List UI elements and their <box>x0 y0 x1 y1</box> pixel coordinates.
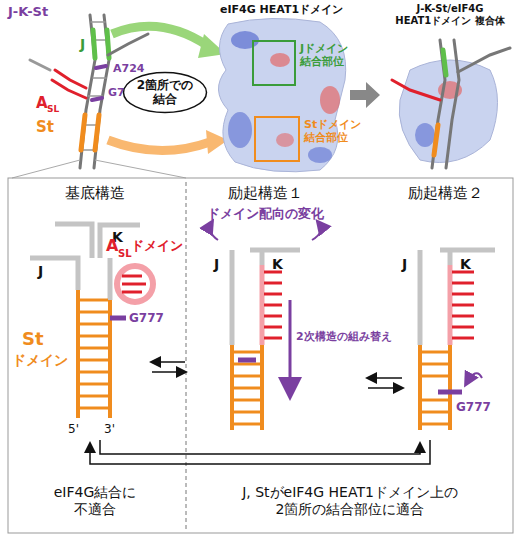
base-pair-rung <box>234 351 260 354</box>
base-pair-rung <box>422 423 448 426</box>
base-pair-rung <box>80 383 108 386</box>
base-pair-rung <box>80 347 108 350</box>
base-pair-rung <box>452 282 474 285</box>
base-pair-rung <box>234 363 260 366</box>
base-pair-rung <box>80 311 108 314</box>
strand-end: 3' <box>104 422 115 436</box>
base-pair-rung <box>452 304 474 307</box>
node-text: 2箇所での結合 <box>133 78 197 107</box>
state-heading: 基底構造 <box>65 184 125 202</box>
domain-label: St <box>36 118 54 136</box>
base-pair-rung <box>80 371 108 374</box>
change-note: 2次構造の組み替え <box>296 330 392 343</box>
panel-title: J-K-St/eIF4G HEAT1ドメイン 複合体 <box>385 3 515 27</box>
domain-label: K <box>460 256 471 273</box>
domain-label: K <box>272 256 283 273</box>
base-pair-rung <box>234 399 260 402</box>
base-pair-rung <box>422 375 448 378</box>
base-pair-rung <box>452 326 474 329</box>
residue-label: A724 <box>113 62 144 75</box>
base-pair-rung <box>264 293 282 296</box>
domain-subscript: SL <box>47 104 59 115</box>
base-pair-rung <box>422 351 448 354</box>
state-heading: 励起構造１ <box>228 184 303 202</box>
domain-subscript: SL <box>118 248 132 260</box>
change-note: ドメイン配向の変化 <box>207 206 324 222</box>
site-outline <box>252 40 296 86</box>
node-text: Jドメイン 結合部位 <box>300 42 358 68</box>
structure-name: J-K-St <box>8 4 48 20</box>
residue-label: G777 <box>456 400 491 414</box>
domain-label: A <box>106 236 118 255</box>
domain-label: ドメイン <box>131 238 183 254</box>
base-pair-rung <box>264 337 282 340</box>
base-pair-rung <box>264 304 282 307</box>
base-pair-rung <box>80 323 108 326</box>
oval-shape <box>124 73 207 113</box>
outcome-note: J, StがeIF4G HEAT1ドメイン上の 2箇所の結合部位に適合 <box>219 484 481 518</box>
base-pair-rung <box>422 363 448 366</box>
base-pair-rung <box>80 395 108 398</box>
domain-label: J <box>80 36 85 53</box>
base-pair-rung <box>80 407 108 410</box>
base-pair-rung <box>452 315 474 318</box>
base-pair-rung <box>264 282 282 285</box>
domain-label: A <box>36 94 48 112</box>
node-text: Stドメイン 結合部位 <box>304 118 368 144</box>
binding-site-box: Stドメイン 結合部位 <box>254 116 368 162</box>
base-pair-rung <box>234 423 260 426</box>
base-pair-rung <box>422 399 448 402</box>
base-pair-rung <box>234 375 260 378</box>
base-pair-rung <box>80 299 108 302</box>
strand-end: 5' <box>68 422 79 436</box>
domain-label: St <box>22 328 44 350</box>
base-pair-rung <box>452 337 474 340</box>
binding-oval: 2箇所での結合 <box>122 71 208 114</box>
state-heading: 励起構造２ <box>408 184 483 202</box>
base-pair-rung <box>234 411 260 414</box>
outcome-note: eIF4G結合に 不適合 <box>45 484 145 518</box>
panel-title: eIF4G HEAT1ドメイン <box>220 3 343 16</box>
site-outline <box>254 116 300 162</box>
base-pair-rung <box>234 387 260 390</box>
base-pair-rung <box>422 411 448 414</box>
base-pair-rung <box>452 293 474 296</box>
base-pair-rung <box>80 335 108 338</box>
domain-label: ドメイン <box>12 352 68 369</box>
binding-site-box: Jドメイン 結合部位 <box>252 40 358 86</box>
domain-label: J <box>402 256 407 273</box>
base-pair-rung <box>264 326 282 329</box>
domain-label: J <box>214 256 219 273</box>
base-pair-rung <box>80 359 108 362</box>
residue-label: G777 <box>129 311 164 325</box>
base-pair-rung <box>264 315 282 318</box>
domain-label: J <box>38 263 43 280</box>
